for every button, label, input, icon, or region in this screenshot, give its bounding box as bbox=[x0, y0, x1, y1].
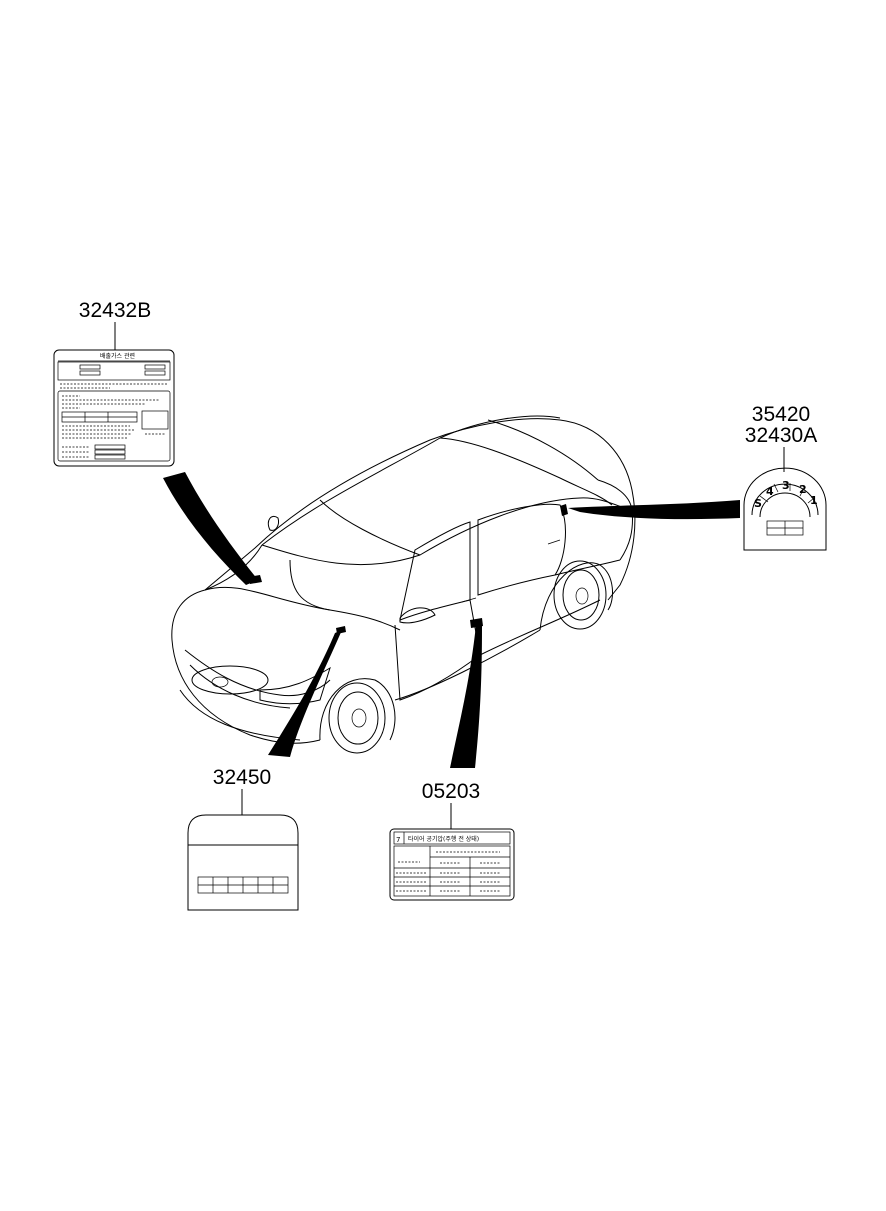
part-32450: 32450 bbox=[187, 766, 299, 911]
leader-wedges bbox=[163, 472, 740, 768]
tire-label-title: 타이어 공기압(주행 전 상태) bbox=[408, 835, 479, 843]
dial-mark-1: 1 bbox=[810, 494, 818, 507]
dial-mark-3: 3 bbox=[782, 479, 790, 492]
part-32432b: 32432B 배출가스 관련 bbox=[53, 299, 175, 467]
tire-label-index: 7 bbox=[396, 836, 400, 844]
part-number-32432b: 32432B bbox=[79, 299, 151, 322]
emission-label-title: 배출가스 관련 bbox=[100, 352, 135, 360]
dial-mark-2: 2 bbox=[799, 483, 807, 496]
part-number-32450: 32450 bbox=[213, 766, 271, 789]
part-number-35420: 35420 bbox=[752, 403, 810, 426]
tire-pressure-label bbox=[389, 828, 515, 901]
part-number-32430a: 32430A bbox=[745, 424, 817, 447]
info-label-sticker bbox=[187, 814, 299, 911]
part-35420: 35420 32430A S 4 3 2 1 bbox=[743, 403, 827, 551]
fuel-dial-sticker bbox=[743, 467, 827, 551]
part-number-05203: 05203 bbox=[422, 780, 480, 803]
dial-mark-s: S bbox=[754, 497, 762, 510]
dial-mark-4: 4 bbox=[766, 485, 774, 498]
car-illustration bbox=[171, 415, 636, 754]
part-05203: 05203 7 타이어 공기압(주행 전 상태) bbox=[389, 780, 515, 901]
emission-label-sticker bbox=[53, 349, 175, 467]
